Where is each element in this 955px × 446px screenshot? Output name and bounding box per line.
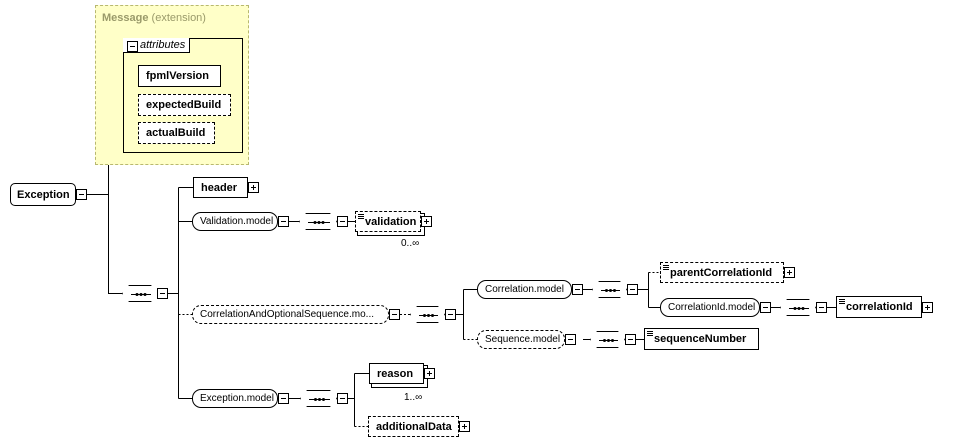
- validation-cardinality: 0..∞: [401, 238, 420, 249]
- exception-model-group[interactable]: Exception.model: [192, 389, 278, 408]
- parent-correlation-id-label: parentCorrelationId: [670, 266, 773, 279]
- validation-element[interactable]: validation: [355, 211, 421, 232]
- attribute-expectedBuild[interactable]: expectedBuild: [138, 94, 231, 116]
- validation-label: validation: [365, 215, 417, 228]
- correlation-id-label: correlationId: [846, 301, 913, 313]
- sequence-dots-icon: [591, 332, 626, 349]
- exception-root-element[interactable]: Exception: [10, 183, 76, 206]
- correlation-id-sequence-compositor[interactable]: [780, 299, 816, 316]
- documentation-icon: [358, 214, 364, 219]
- documentation-icon: [839, 299, 845, 304]
- documentation-icon: [663, 265, 669, 270]
- validation-sequence-compositor[interactable]: [299, 213, 337, 230]
- header-element[interactable]: header: [193, 177, 248, 198]
- reason-element[interactable]: reason: [369, 363, 424, 384]
- extension-name: Message: [102, 12, 149, 24]
- extension-subtitle: (extension): [151, 12, 206, 24]
- correlation-model-group[interactable]: Correlation.model: [477, 280, 572, 299]
- correlation-sequence-compositor[interactable]: [410, 306, 445, 323]
- additional-data-expand-icon[interactable]: [459, 421, 470, 432]
- documentation-icon: [647, 331, 653, 336]
- sequence-model-sequence-collapse-icon[interactable]: [625, 334, 636, 345]
- attributes-collapse-icon[interactable]: [127, 41, 138, 52]
- sequence-dots-icon: [593, 282, 628, 299]
- main-sequence-compositor[interactable]: [122, 285, 158, 302]
- sequence-dots-icon: [781, 300, 817, 317]
- correlation-seq-collapse-icon[interactable]: [389, 309, 400, 320]
- parent-correlation-id-expand-icon[interactable]: [784, 267, 795, 278]
- validation-model-group[interactable]: Validation.model: [192, 212, 278, 231]
- exception-model-sequence-collapse-icon[interactable]: [337, 393, 348, 404]
- correlation-id-model-group[interactable]: CorrelationId.model: [660, 298, 760, 317]
- exception-model-sequence-compositor[interactable]: [300, 390, 337, 407]
- sequence-dots-icon: [300, 214, 338, 231]
- additional-data-element[interactable]: additionalData: [368, 416, 459, 437]
- correlation-sequence-collapse-icon[interactable]: [445, 309, 456, 320]
- attribute-fpmlVersion[interactable]: fpmlVersion: [138, 65, 221, 87]
- sequence-model-collapse-icon[interactable]: [565, 334, 576, 345]
- reason-cardinality: 1..∞: [404, 392, 423, 403]
- sequence-dots-icon: [411, 307, 446, 324]
- exception-model-collapse-icon[interactable]: [278, 393, 289, 404]
- correlation-id-expand-icon[interactable]: [922, 302, 933, 313]
- correlation-id-element[interactable]: correlationId: [836, 296, 922, 318]
- attributes-label: attributes: [123, 38, 191, 53]
- validation-model-collapse-icon[interactable]: [278, 216, 289, 227]
- correlation-and-optional-sequence-group[interactable]: CorrelationAndOptionalSequence.mo...: [192, 305, 389, 324]
- main-sequence-collapse-icon[interactable]: [157, 288, 168, 299]
- sequence-model-sequence-compositor[interactable]: [590, 331, 625, 348]
- correlation-id-sequence-collapse-icon[interactable]: [816, 302, 827, 313]
- sequence-dots-icon: [123, 286, 159, 303]
- exception-collapse-icon[interactable]: [76, 189, 87, 200]
- correlation-model-sequence-collapse-icon[interactable]: [627, 284, 638, 295]
- correlation-id-model-collapse-icon[interactable]: [760, 302, 771, 313]
- sequence-number-label: sequenceNumber: [654, 333, 747, 345]
- correlation-model-collapse-icon[interactable]: [572, 284, 583, 295]
- correlation-model-sequence-compositor[interactable]: [592, 281, 627, 298]
- header-expand-icon[interactable]: [248, 182, 259, 193]
- parent-correlation-id-element[interactable]: parentCorrelationId: [660, 262, 784, 283]
- reason-expand-icon[interactable]: [424, 368, 435, 379]
- extension-title: Message (extension): [102, 12, 206, 24]
- validation-sequence-collapse-icon[interactable]: [337, 216, 348, 227]
- attribute-actualBuild[interactable]: actualBuild: [138, 122, 215, 144]
- validation-expand-icon[interactable]: [421, 216, 432, 227]
- sequence-number-element[interactable]: sequenceNumber: [644, 328, 759, 350]
- sequence-dots-icon: [301, 391, 338, 408]
- sequence-model-group[interactable]: Sequence.model: [477, 330, 565, 349]
